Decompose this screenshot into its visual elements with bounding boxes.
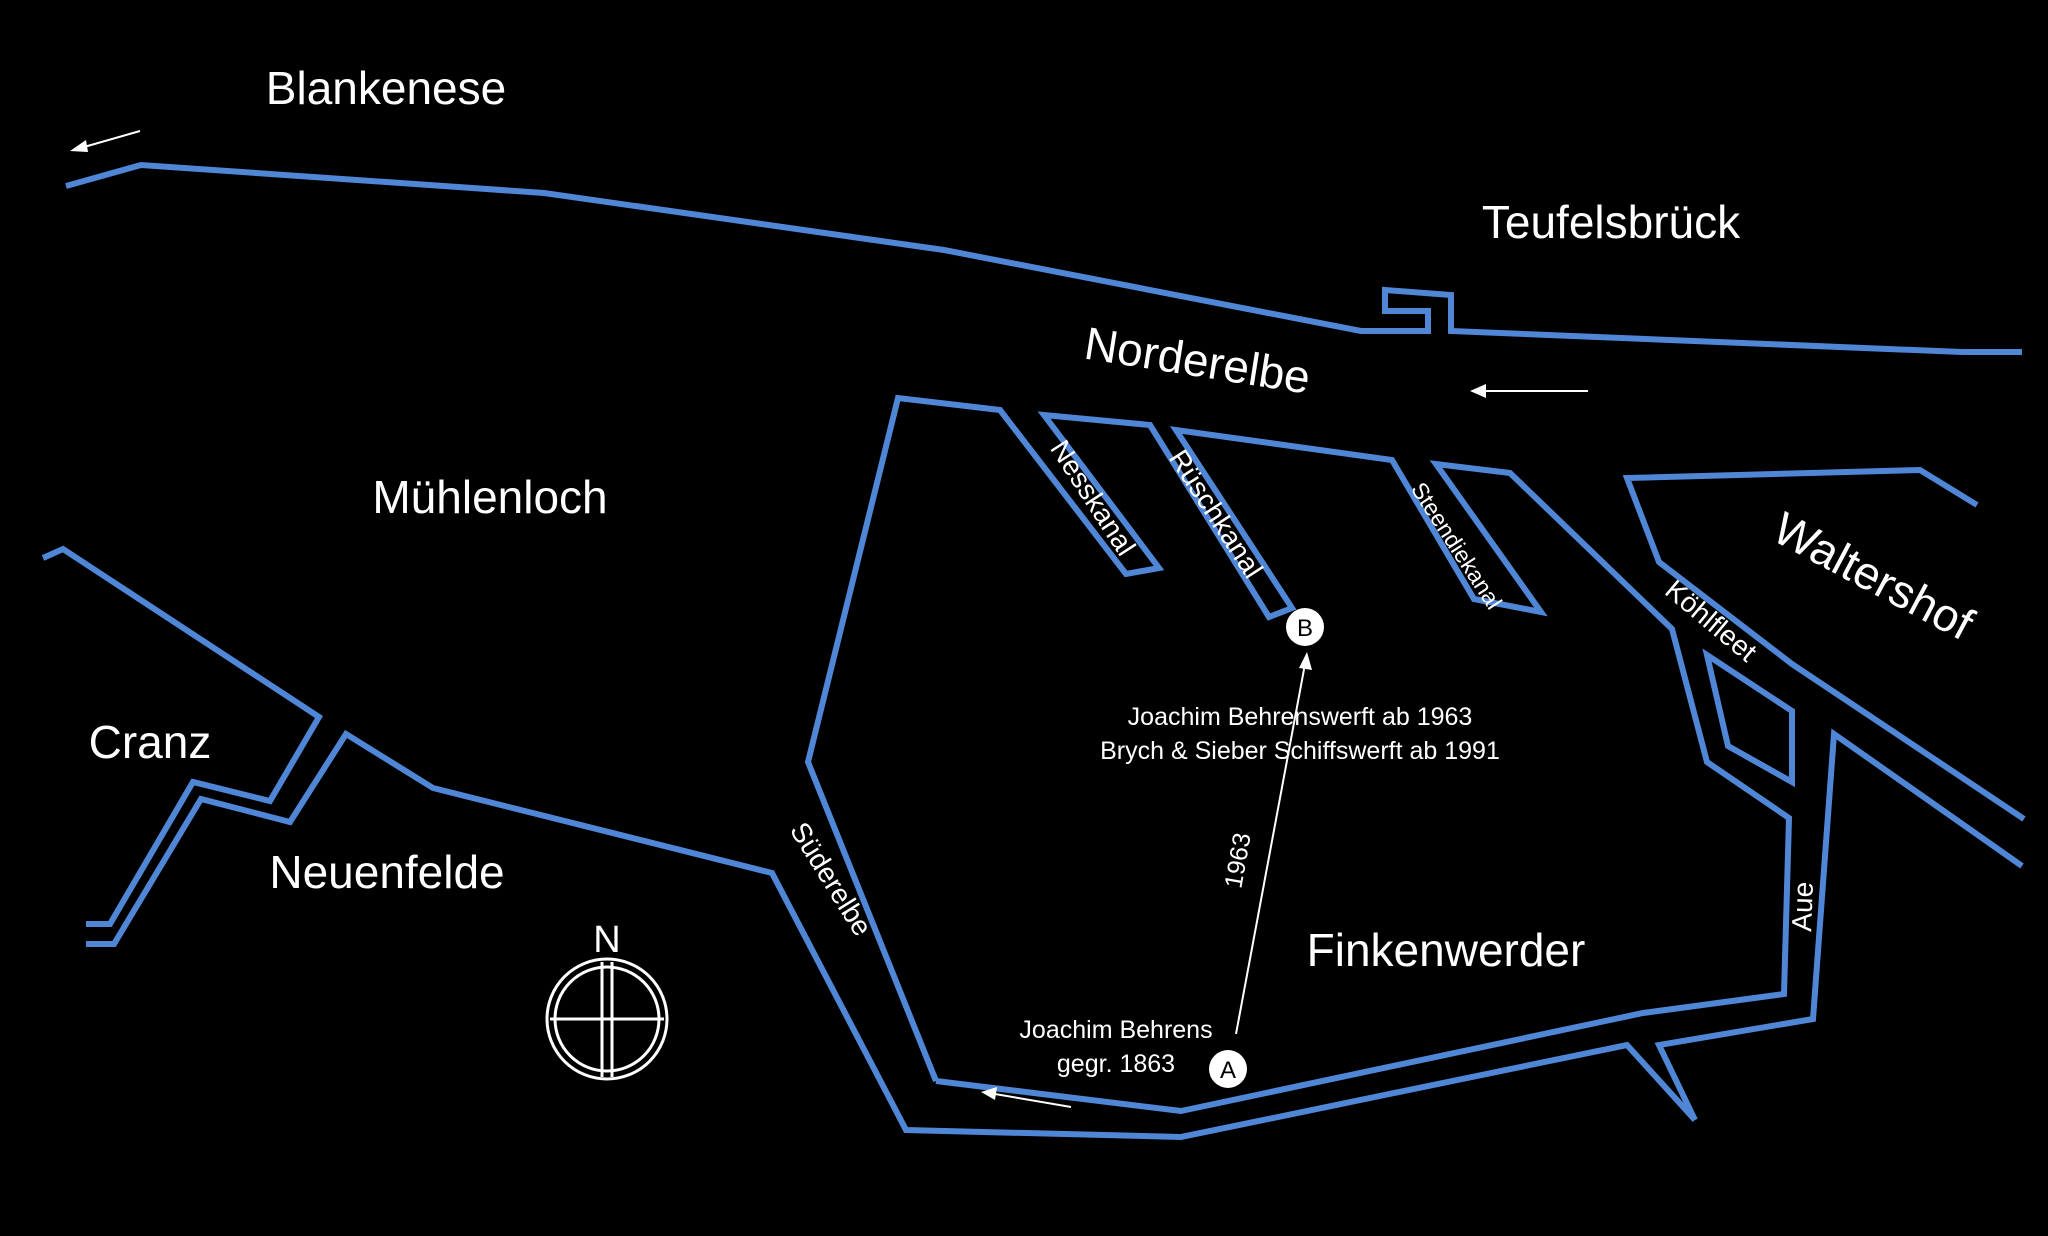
cranz-shore-line	[41, 545, 324, 927]
flow-arrow-icon	[1470, 384, 1588, 398]
place-label-muehlenloch: Mühlenloch	[372, 471, 607, 523]
compass-north-label: N	[593, 919, 620, 961]
marker-a-caption-line1: Joachim Behrens	[1019, 1016, 1212, 1044]
place-label-teufelsbrueck: Teufelsbrück	[1482, 196, 1741, 248]
marker-a-letter: A	[1220, 1057, 1236, 1084]
marker-b-caption-line2: Brych & Sieber Schiffswerft ab 1991	[1100, 737, 1500, 765]
waltershof-bank-line	[1622, 466, 2026, 822]
aue-east-bank-line	[1654, 728, 2024, 1122]
suederelbe-west-bank-line	[86, 729, 1698, 1141]
marker-a-caption-line2: gegr. 1863	[1057, 1050, 1175, 1078]
move-arrow-icon	[1235, 652, 1312, 1035]
flow-arrow-icon	[70, 130, 141, 152]
place-label-neuenfelde: Neuenfelde	[269, 846, 504, 898]
marker-a: A	[1209, 1050, 1247, 1088]
north-bank-line	[65, 161, 2022, 355]
place-label-blankenese: Blankenese	[266, 62, 506, 114]
waterway-label-aue: Aue	[1786, 881, 1819, 932]
place-label-cranz: Cranz	[89, 716, 212, 768]
place-label-finkenwerder: Finkenwerder	[1307, 924, 1586, 976]
marker-b-caption-line1: Joachim Behrenswerft ab 1963	[1128, 703, 1473, 731]
flow-arrow-icon	[981, 1087, 1072, 1108]
marker-b-letter: B	[1297, 615, 1313, 642]
finkenwerder-outline-line	[804, 394, 1793, 1115]
compass-rose-icon: N	[545, 919, 669, 1081]
marker-b: B	[1286, 608, 1324, 646]
koehlfleet-island-line	[1702, 648, 1795, 788]
